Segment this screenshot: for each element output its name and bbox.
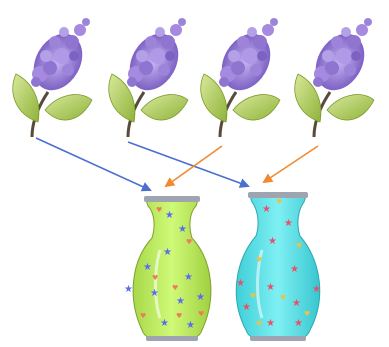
svg-text:★: ★ bbox=[165, 210, 174, 221]
svg-text:★: ★ bbox=[290, 264, 299, 275]
svg-text:♥: ♥ bbox=[156, 206, 162, 214]
svg-text:♥: ♥ bbox=[140, 312, 146, 320]
flower-1 bbox=[13, 18, 92, 137]
svg-text:★: ★ bbox=[196, 292, 205, 303]
svg-text:♥: ♥ bbox=[304, 310, 310, 318]
svg-text:♥: ♥ bbox=[172, 284, 178, 292]
svg-text:★: ★ bbox=[150, 288, 159, 299]
svg-text:♥: ♥ bbox=[176, 312, 182, 320]
svg-text:★: ★ bbox=[186, 320, 195, 331]
flower-3 bbox=[201, 18, 280, 137]
arrow-flower3-to-green-vase bbox=[166, 146, 222, 186]
arrow-flower4-to-cyan-vase bbox=[264, 146, 318, 182]
svg-text:★: ★ bbox=[294, 318, 303, 329]
svg-text:★: ★ bbox=[242, 302, 251, 313]
svg-text:♥: ♥ bbox=[186, 238, 192, 246]
arrow-flower1-to-green-vase bbox=[36, 138, 150, 190]
svg-text:★: ★ bbox=[124, 284, 133, 295]
svg-text:★: ★ bbox=[176, 296, 185, 307]
svg-text:★: ★ bbox=[184, 272, 193, 283]
svg-text:★: ★ bbox=[268, 236, 277, 247]
arrow-flower2-to-cyan-vase bbox=[128, 142, 248, 186]
svg-text:★: ★ bbox=[163, 247, 172, 258]
svg-text:★: ★ bbox=[266, 282, 275, 293]
svg-text:★: ★ bbox=[292, 298, 301, 309]
flower-4 bbox=[295, 18, 374, 137]
svg-text:★: ★ bbox=[160, 318, 169, 329]
svg-text:♥: ♥ bbox=[296, 242, 302, 250]
svg-text:★: ★ bbox=[266, 318, 275, 329]
svg-text:★: ★ bbox=[284, 218, 293, 229]
svg-text:♥: ♥ bbox=[152, 274, 158, 282]
vase-cyan: ★ ★ ★ ★ ★ ★ ★ ★ ★ ★ ★ ♥ ♥ ♥ ♥ ♥ ♥ ♥ bbox=[236, 192, 321, 341]
svg-text:♥: ♥ bbox=[256, 320, 262, 328]
svg-text:★: ★ bbox=[143, 262, 152, 273]
svg-text:★: ★ bbox=[312, 284, 321, 295]
svg-text:★: ★ bbox=[262, 204, 271, 215]
svg-text:♥: ♥ bbox=[276, 198, 282, 206]
svg-text:★: ★ bbox=[178, 224, 187, 235]
svg-text:♥: ♥ bbox=[198, 310, 204, 318]
svg-text:♥: ♥ bbox=[256, 256, 262, 264]
svg-text:♥: ♥ bbox=[250, 292, 256, 300]
flower-2 bbox=[109, 18, 188, 137]
vase-green: ★ ★ ★ ★ ★ ★ ★ ★ ★ ★ ★ ♥ ♥ ♥ ♥ ♥ ♥ ♥ bbox=[124, 196, 211, 341]
svg-text:★: ★ bbox=[236, 278, 245, 289]
svg-text:♥: ♥ bbox=[280, 294, 286, 302]
